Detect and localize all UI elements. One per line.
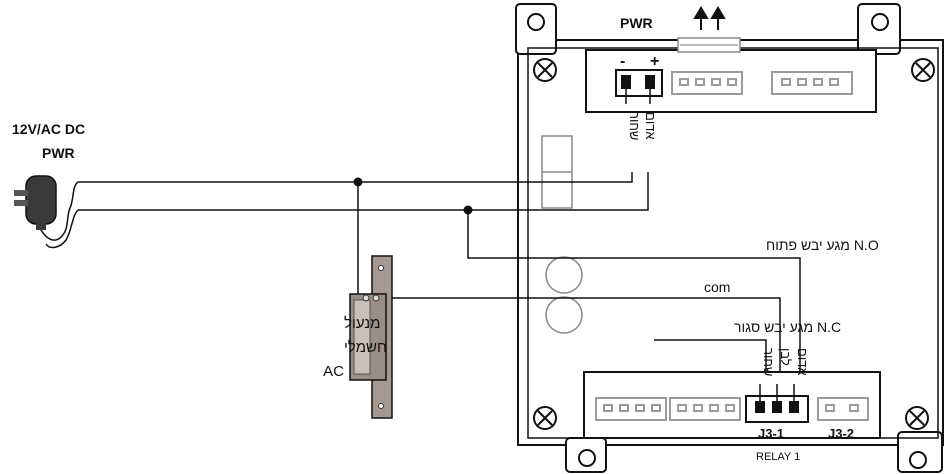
j3-1-label: J3-1	[758, 426, 784, 441]
j3-2-label: J3-2	[828, 426, 854, 441]
minus-label: -	[620, 53, 625, 70]
screw-cross-icon	[533, 58, 935, 430]
relay-1-label: RELAY 1	[756, 451, 800, 463]
top-connector-2	[671, 71, 743, 95]
relay-wire-black-label: שחור	[761, 348, 776, 376]
pwr-wire-black-label: שחור	[627, 112, 642, 140]
lock-label-line2: חשמלי	[344, 339, 387, 356]
plus-label: +	[650, 53, 659, 70]
nc-contact-label: N.C מגע יבש סגור	[734, 319, 841, 335]
wire-junction	[353, 177, 473, 215]
pwr-wire-red-label: אדום	[643, 112, 658, 140]
com-label: com	[704, 279, 730, 295]
lock-label-line1: מנעול	[344, 315, 380, 332]
wires	[78, 88, 801, 404]
top-connector-3	[771, 71, 853, 95]
double-arrow-up-icon	[693, 6, 726, 30]
board-component	[541, 135, 583, 334]
lock-label-line3: AC	[323, 363, 344, 380]
supply-pwr-label: PWR	[42, 145, 75, 161]
supply-voltage-label: 12V/AC DC	[12, 121, 85, 137]
relay-connector-j3-2	[817, 397, 869, 421]
power-adapter-icon	[14, 175, 79, 249]
relay-connector-j3-1	[745, 395, 809, 423]
antenna-connector	[677, 37, 741, 53]
relay-wire-red-label: אדום	[795, 348, 810, 376]
pwr-top-label: PWR	[620, 15, 653, 31]
mount-hole-icon	[527, 13, 927, 469]
relay-connector-left	[595, 397, 741, 421]
relay-wire-white-label: לבן	[778, 348, 793, 366]
pwr-connector	[615, 69, 663, 97]
electric-lock-icon	[349, 255, 393, 419]
no-contact-label: N.O מגע יבש פתוח	[766, 237, 879, 253]
